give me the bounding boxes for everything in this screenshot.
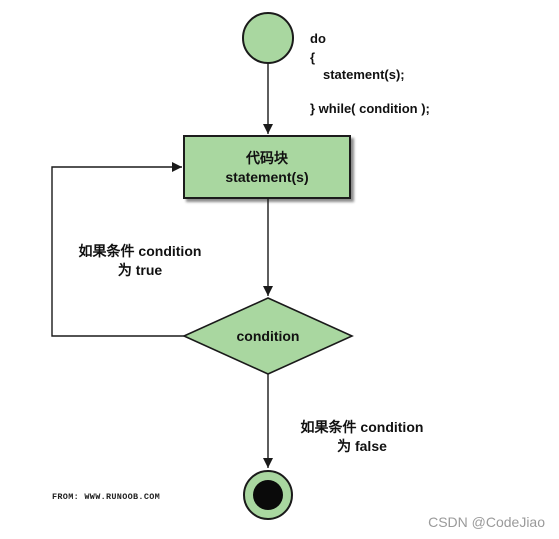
loop-back-true-path <box>51 162 184 337</box>
condition-label: condition <box>237 328 300 344</box>
process-block <box>183 135 351 199</box>
source-credit: FROM: WWW.RUNOOB.COM <box>52 492 160 502</box>
code-line-while: } while( condition ); <box>310 101 430 116</box>
watermark: CSDN @CodeJiao <box>428 514 545 530</box>
code-line-open-brace: { <box>310 50 315 65</box>
false-edge-label-line2: 为 false <box>337 438 387 454</box>
true-edge-label-line2: 为 true <box>118 262 163 278</box>
start-node <box>242 12 294 64</box>
true-edge-label-line1: 如果条件 condition <box>79 243 202 259</box>
end-node-inner <box>253 480 283 510</box>
process-block-title: 代码块 <box>245 150 289 166</box>
false-edge-label-line1: 如果条件 condition <box>301 419 424 435</box>
process-block-statement: statement(s) <box>225 169 308 185</box>
code-line-statement: statement(s); <box>323 67 405 82</box>
code-line-do: do <box>310 31 326 46</box>
